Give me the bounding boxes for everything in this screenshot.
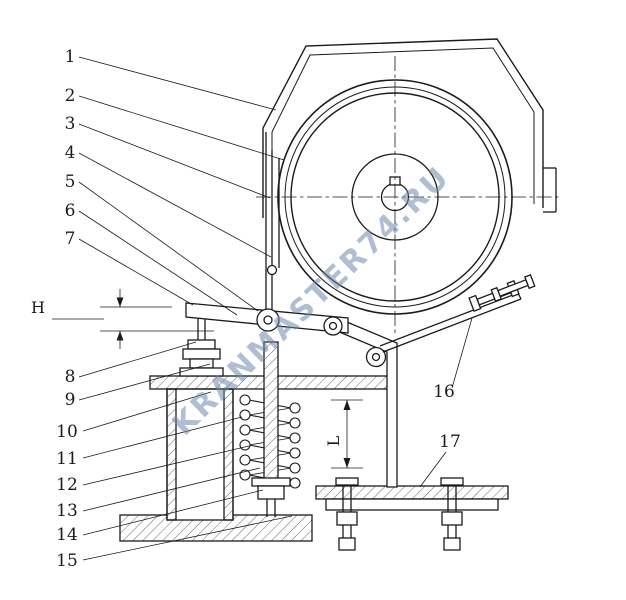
dimension-h-label: H [31, 298, 45, 317]
callout-1: 1 [65, 47, 76, 67]
callout-16: 16 [433, 382, 455, 402]
callout-3: 3 [65, 114, 76, 134]
brake-band [265, 132, 280, 312]
callout-5: 5 [65, 172, 76, 192]
anchor-bolt-right [440, 477, 464, 551]
base-plate [315, 485, 509, 511]
callout-labels: 1 2 3 4 5 6 7 8 9 10 11 12 13 14 15 16 1… [31, 47, 461, 571]
watermark: KRANMASTER74.RU [166, 160, 458, 443]
tie-rod-linkage [379, 274, 536, 353]
adjusting-screw [179, 318, 224, 377]
dimension-l-label: L [324, 435, 343, 446]
guard-casing [262, 38, 557, 218]
callout-6: 6 [65, 201, 76, 221]
callout-13: 13 [56, 501, 78, 521]
leader-lines [78, 56, 473, 561]
pull-rod [251, 341, 291, 517]
callout-9: 9 [65, 390, 76, 410]
adjuster-bolt-2 [490, 274, 536, 302]
callout-10: 10 [56, 422, 78, 442]
brake-lever [185, 302, 349, 336]
callout-15: 15 [56, 551, 78, 571]
support-stand [336, 319, 398, 488]
anchor-bolt-left [335, 477, 359, 551]
callout-4: 4 [65, 143, 76, 163]
callout-14: 14 [56, 525, 78, 545]
center-lines [256, 56, 560, 334]
callout-17: 17 [439, 432, 461, 452]
callout-11: 11 [56, 449, 78, 469]
callout-12: 12 [56, 475, 78, 495]
callout-8: 8 [65, 367, 76, 387]
callout-2: 2 [65, 86, 76, 106]
dimension-l [331, 399, 363, 469]
callout-7: 7 [65, 229, 76, 249]
dimension-h [52, 289, 214, 349]
hydraulic-cylinder [166, 388, 234, 521]
